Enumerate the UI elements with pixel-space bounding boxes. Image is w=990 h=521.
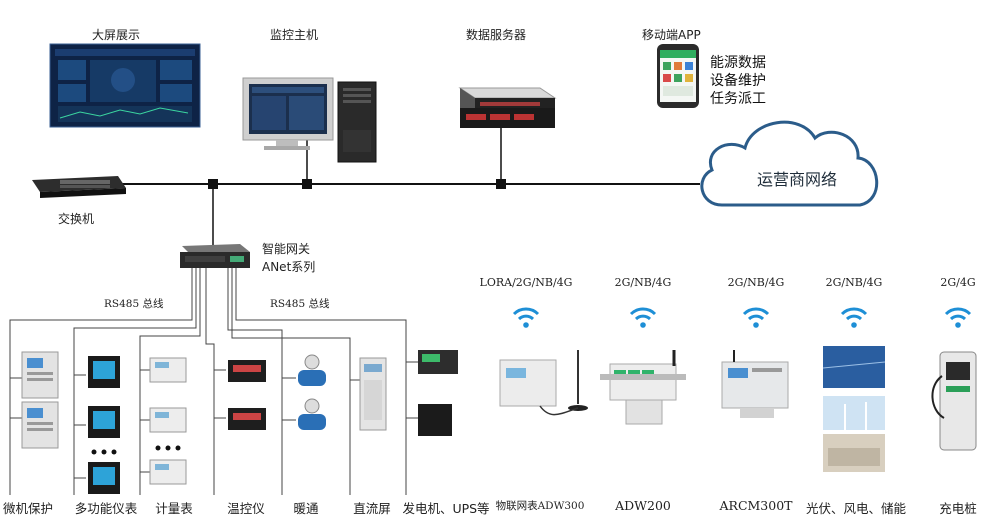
charging-pile-icon: [931, 351, 977, 451]
node-server: [496, 179, 506, 189]
net-label-1: LORA/2G/NB/4G: [479, 276, 573, 289]
bus-wiring: [9, 268, 418, 495]
label-big-screen: 大屏展示: [92, 28, 141, 42]
device-label-arcm300t: ARCM300T: [719, 498, 793, 513]
node-monitor: [302, 179, 312, 189]
phone-icon: [657, 44, 699, 108]
big-screen-icon: [49, 43, 201, 128]
renewables-icon: [822, 346, 886, 472]
device-label-dc-panel: 直流屏: [353, 501, 391, 516]
gateway-icon: [180, 244, 250, 268]
label-data-server: 数据服务器: [466, 28, 527, 42]
device-label-generator-ups: 发电机、UPS等: [402, 501, 490, 516]
micro-protection-icon: [21, 351, 59, 449]
device-label-micro-protection: 微机保护: [2, 501, 54, 516]
temperature-controller-icon: [228, 360, 266, 430]
device-label-energy-meter: 计量表: [155, 501, 193, 516]
device-label-charging-pile: 充电桩: [939, 501, 977, 516]
net-label-5: 2G/4G: [940, 276, 976, 289]
adw200-icon: [600, 350, 686, 425]
monitor-host-icon: [242, 77, 377, 163]
adw300-icon: [499, 350, 588, 416]
cloud-icon: [700, 120, 879, 207]
device-label-hvac: 暖通: [293, 501, 319, 516]
wifi-icon-5: [944, 307, 972, 328]
device-label-adw300: 物联网表ADW300: [495, 500, 585, 512]
label-mobile-app: 移动端APP: [642, 28, 701, 42]
net-label-2: 2G/NB/4G: [614, 276, 672, 289]
node-gateway: [208, 179, 218, 189]
gateway-label-1: 智能网关: [262, 242, 311, 256]
gateway-label-2: ANet系列: [262, 260, 316, 274]
app-feature-2: 设备维护: [710, 73, 766, 89]
wifi-icon-3: [742, 307, 770, 328]
device-label-renewables: 光伏、风电、储能: [805, 501, 907, 516]
multifunction-meter-icon: [88, 356, 120, 494]
switch-icon: [32, 176, 126, 198]
hvac-flowmeter-icon: [298, 354, 326, 430]
switch-label: 交换机: [58, 212, 95, 226]
generator-ups-icon: [418, 350, 458, 436]
arcm300t-icon: [721, 350, 789, 418]
wifi-icon-4: [840, 307, 868, 328]
app-feature-1: 能源数据: [710, 55, 766, 71]
energy-meter-icon: [149, 357, 187, 485]
device-label-multifunction-meter: 多功能仪表: [74, 501, 138, 516]
wifi-icon-2: [629, 307, 657, 328]
net-label-3: 2G/NB/4G: [727, 276, 785, 289]
bus-label-left: RS485 总线: [104, 298, 164, 310]
data-server-icon: [458, 87, 557, 128]
cloud-label: 运营商网络: [757, 170, 838, 189]
net-label-4: 2G/NB/4G: [825, 276, 883, 289]
label-monitor-host: 监控主机: [270, 28, 319, 42]
device-label-adw200: ADW200: [615, 498, 671, 513]
bus-label-right: RS485 总线: [270, 298, 330, 310]
device-label-temperature-controller: 温控仪: [227, 501, 265, 516]
app-feature-3: 任务派工: [710, 91, 766, 107]
wifi-icon-1: [512, 307, 540, 328]
dc-panel-icon: [359, 357, 387, 431]
